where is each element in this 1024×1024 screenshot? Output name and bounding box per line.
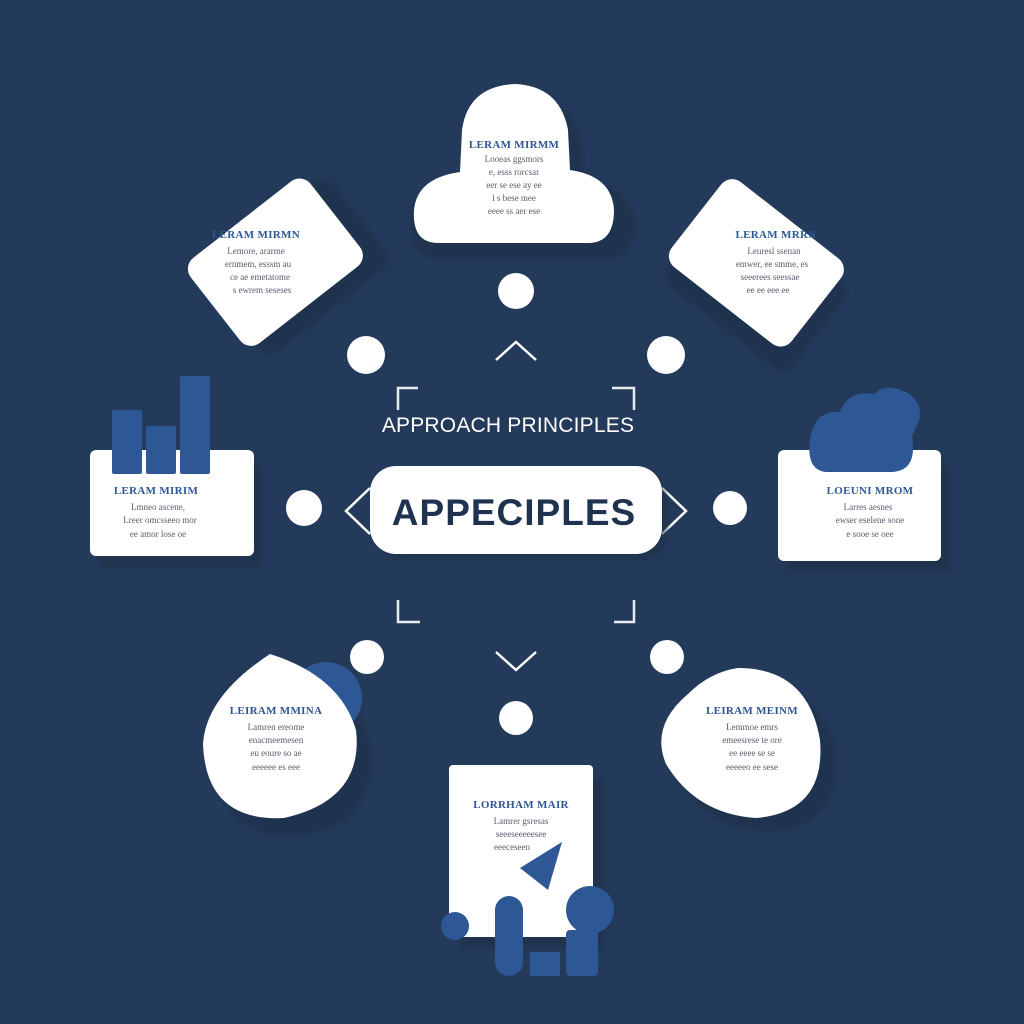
- svg-text:seeerees seessae: seeerees seessae: [741, 272, 800, 282]
- card-title: LERAM MIRMM: [469, 139, 560, 151]
- card-top: LERAM MIRMM Looeas ggsmors e, esss rorcs…: [410, 84, 634, 260]
- svg-text:eeeeeo ee sese: eeeeeo ee sese: [726, 762, 778, 772]
- svg-text:eeeceseen: eeeceseen: [494, 842, 530, 852]
- svg-text:enacmeemesen: enacmeemesen: [249, 735, 304, 745]
- subtitle: APPROACH PRINCIPLES: [382, 414, 634, 437]
- connector-dot-lower-left: [350, 640, 384, 674]
- chevron-up-icon: [495, 340, 537, 361]
- svg-text:ernmem, esssm au: ernmem, esssm au: [225, 259, 292, 269]
- svg-text:LERAM MIRMN: LERAM MIRMN: [212, 229, 300, 241]
- connector-dot-bottom: [499, 701, 533, 735]
- connector-dot-top: [498, 273, 534, 309]
- chevron-left-icon: [344, 487, 371, 535]
- svg-text:Looeas ggsmors: Looeas ggsmors: [485, 154, 544, 164]
- svg-text:Lamrer gsresas: Lamrer gsresas: [494, 816, 549, 826]
- svg-text:s ewrem seseses: s ewrem seseses: [233, 285, 292, 295]
- svg-text:LERAM MIRIM: LERAM MIRIM: [114, 485, 199, 497]
- svg-text:emwer, ee smme, es: emwer, ee smme, es: [736, 259, 809, 269]
- svg-text:ce ae emetatome: ce ae emetatome: [230, 272, 290, 282]
- svg-text:LERAM MRRN: LERAM MRRN: [736, 229, 817, 241]
- svg-text:e, esss rorcsar: e, esss rorcsar: [489, 167, 539, 177]
- card-right: LOEUNI MROM Larres aesnes ewser eselene …: [778, 387, 950, 572]
- play-triangle-icon: [520, 842, 562, 890]
- svg-text:Lemmoe emrs: Lemmoe emrs: [726, 722, 778, 732]
- connector-dot-upper-right: [647, 336, 685, 374]
- chevron-down-icon: [495, 651, 537, 672]
- svg-text:Larres aesnes: Larres aesnes: [844, 502, 893, 512]
- svg-text:ee ee eee ee: ee ee eee ee: [747, 285, 790, 295]
- people-icon: [441, 842, 614, 976]
- svg-text:LEIRAM MEINM: LEIRAM MEINM: [706, 705, 798, 717]
- svg-text:LOEUNI MROM: LOEUNI MROM: [827, 485, 914, 497]
- svg-text:LORRHAM MAIR: LORRHAM MAIR: [473, 799, 569, 811]
- card-upper-right: LERAM MRRN Leuresl ssenan emwer, ee smme…: [664, 179, 847, 371]
- svg-text:Lmneo ascene,: Lmneo ascene,: [131, 502, 185, 512]
- card-lower-left: LEIRAM MMINA Lamren ereome enacmeemesen …: [203, 654, 371, 836]
- cloud-icon: [809, 387, 920, 472]
- card-bottom: LORRHAM MAIR Lamrer gsresas seeeseeeeese…: [441, 765, 614, 976]
- connector-dot-left: [286, 490, 322, 526]
- connector-dot-lower-right: [650, 640, 684, 674]
- center-title-pill: [370, 466, 662, 554]
- svg-text:LEIRAM MMINA: LEIRAM MMINA: [230, 705, 323, 717]
- svg-text:e sooe se oee: e sooe se oee: [846, 529, 893, 539]
- svg-text:Leuresl ssenan: Leuresl ssenan: [747, 246, 801, 256]
- card-left: LERAM MIRIM Lmneo ascene, Lreer omcsseeo…: [90, 376, 262, 568]
- bar-chart-icon: [112, 376, 210, 474]
- svg-text:seeeseeeeesee: seeeseeeeesee: [496, 829, 546, 839]
- svg-text:eu eoure so ae: eu eoure so ae: [250, 748, 301, 758]
- svg-text:Lemore, ararme: Lemore, ararme: [227, 246, 284, 256]
- svg-text:ee amor lose oe: ee amor lose oe: [130, 529, 186, 539]
- card-lower-right: LEIRAM MEINM Lemmoe emrs emeesrese te or…: [661, 668, 837, 832]
- svg-text:ee eeee se se: ee eeee se se: [729, 748, 775, 758]
- svg-text:eeee ss aer ese: eeee ss aer ese: [488, 206, 540, 216]
- svg-text:emeesrese te ore: emeesrese te ore: [722, 735, 781, 745]
- svg-text:Lamren ereome: Lamren ereome: [248, 722, 305, 732]
- chevron-right-icon: [661, 487, 688, 535]
- connector-dot-right: [713, 491, 747, 525]
- connector-dot-upper-left: [347, 336, 385, 374]
- main-title: APPECIPLES: [392, 492, 636, 533]
- svg-text:Lreer omcsseeo mor: Lreer omcsseeo mor: [123, 515, 196, 525]
- center-frame: [344, 340, 688, 672]
- svg-text:eer se ese ay ee: eer se ese ay ee: [486, 180, 541, 190]
- svg-text:l s bese mee: l s bese mee: [492, 193, 536, 203]
- svg-text:ewser eselene sone: ewser eselene sone: [836, 515, 904, 525]
- svg-text:eeeeee es eee: eeeeee es eee: [252, 762, 300, 772]
- card-upper-left: LERAM MIRMN Lemore, ararme ernmem, esssm…: [187, 178, 389, 354]
